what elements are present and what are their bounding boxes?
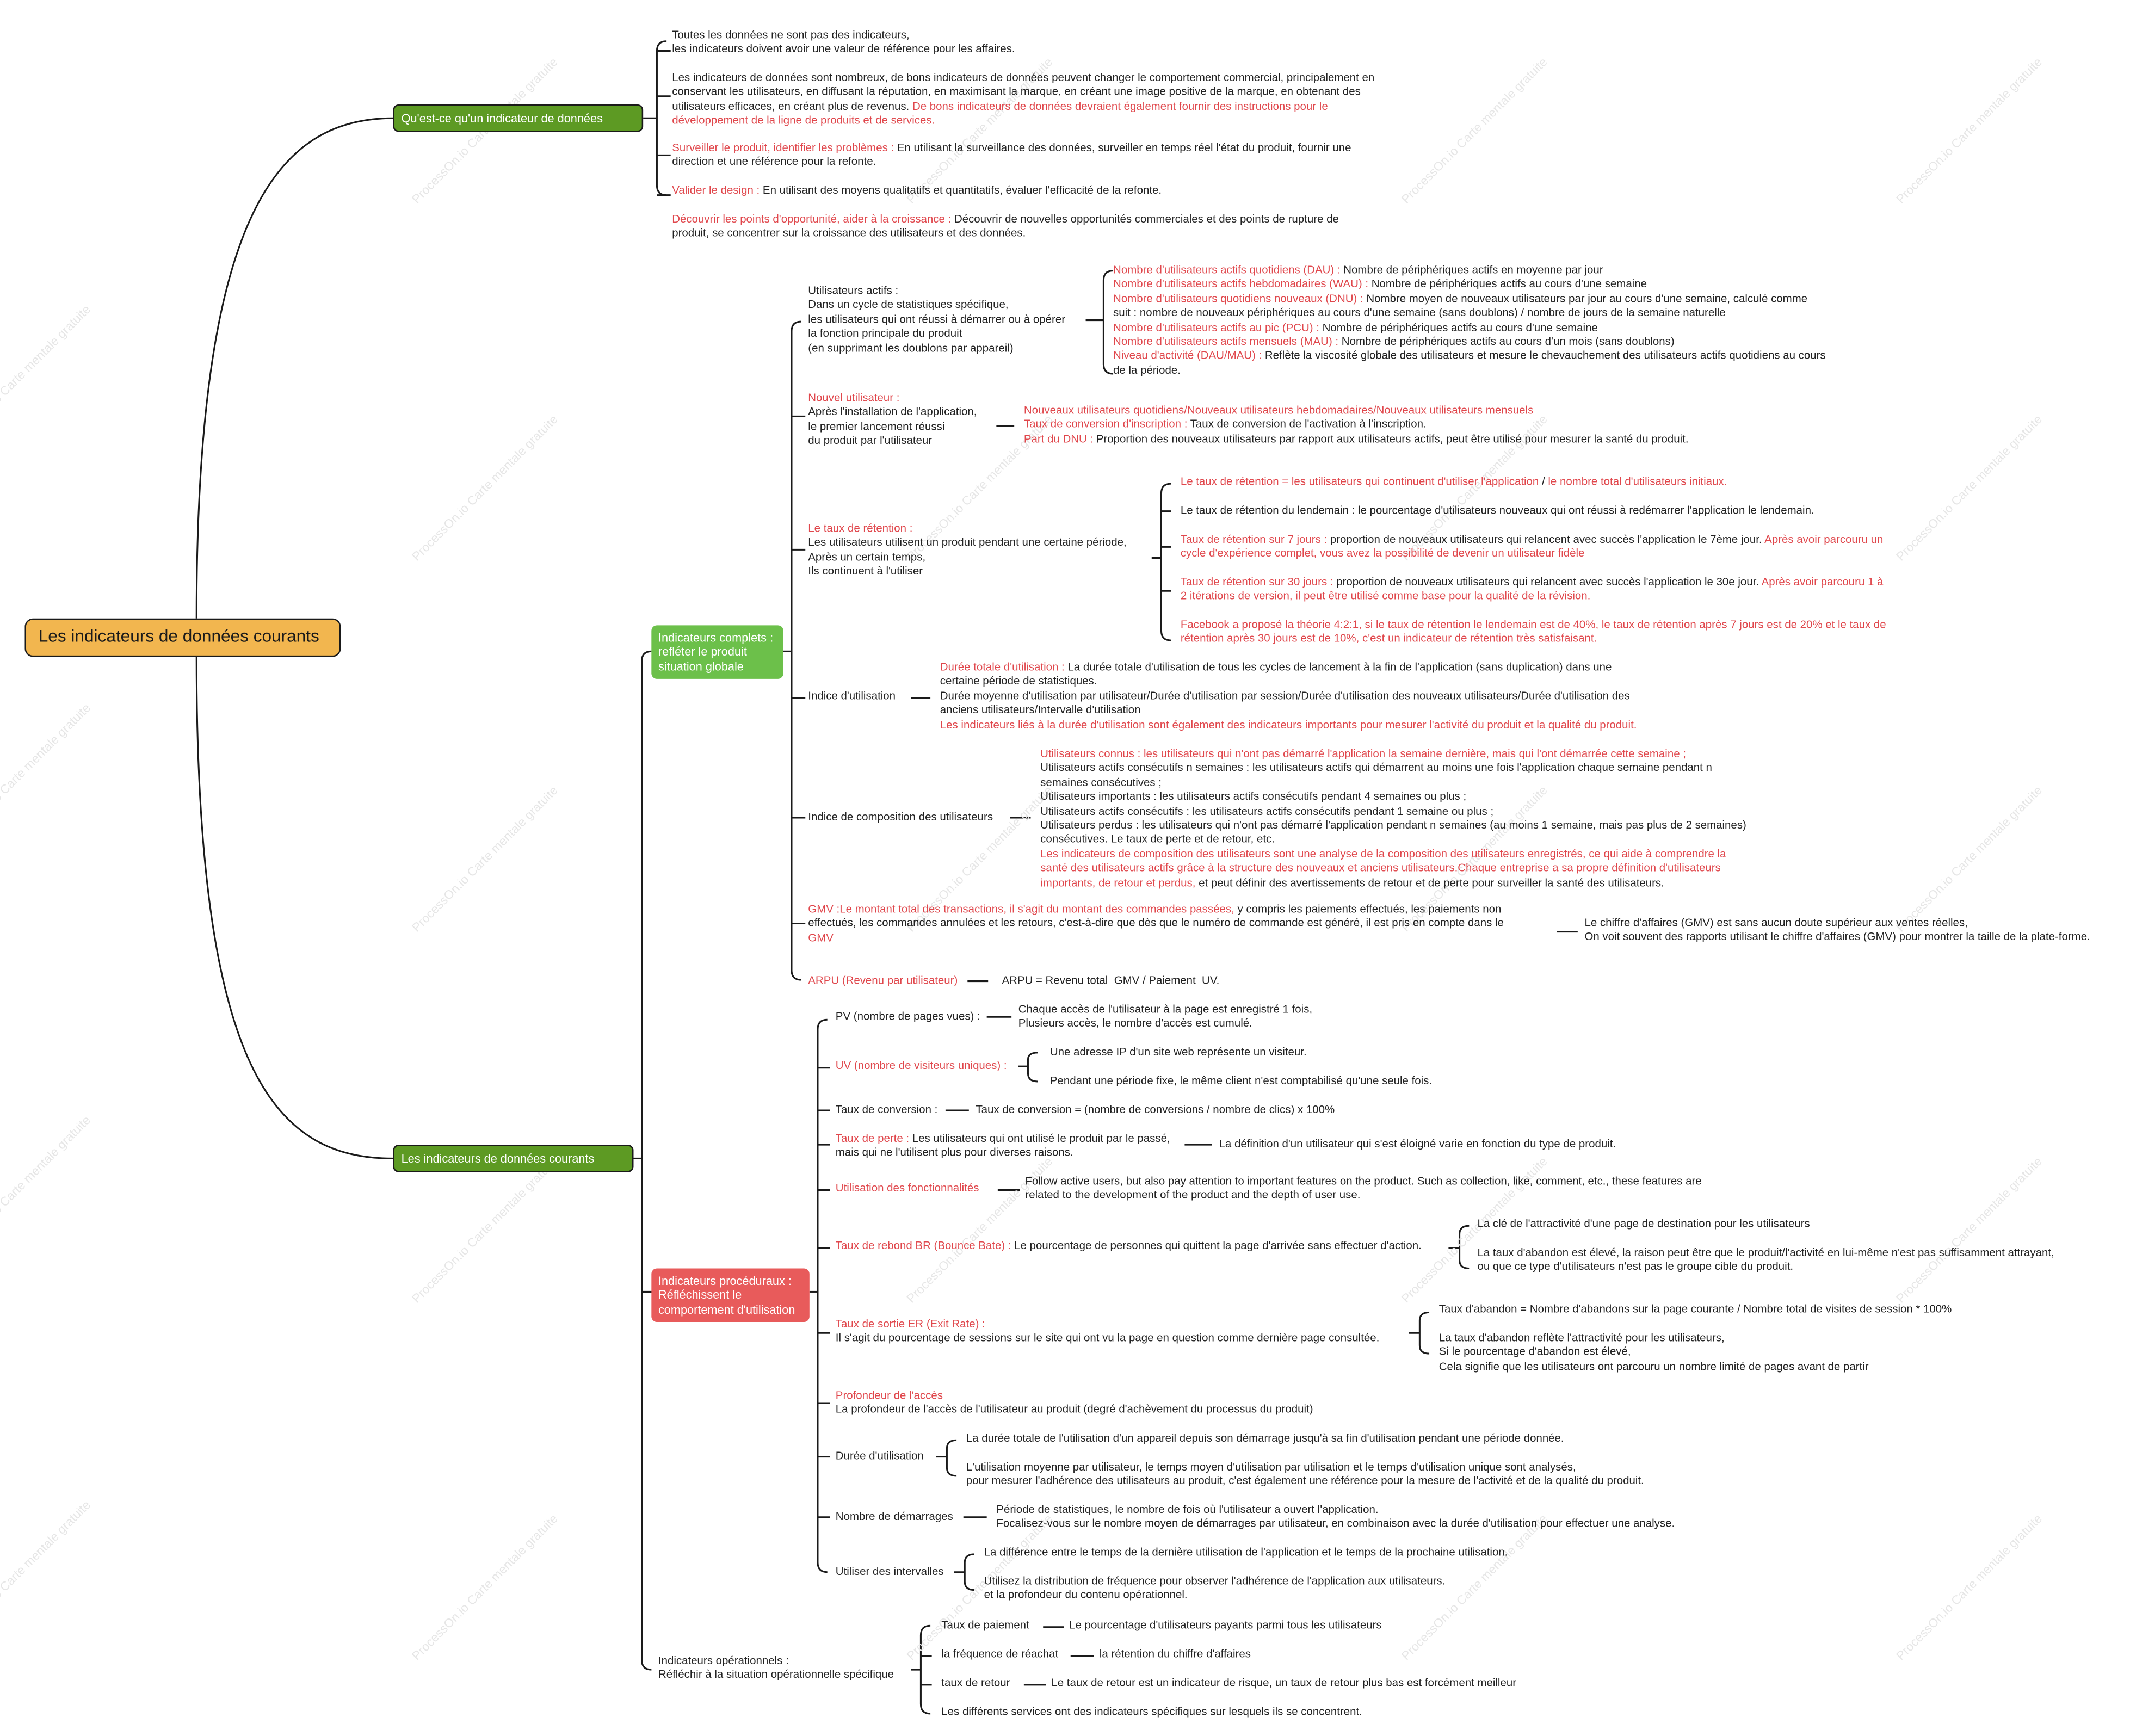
exit-detail-1: Taux d'abandon = Nombre d'abandons sur l… [1438,1302,1952,1315]
payment-rate-label: Taux de paiement [941,1618,1029,1632]
retention-facebook: Facebook a proposé la théorie 4:2:1, si … [1180,618,1886,645]
what-p3: Surveiller le produit, identifier les pr… [672,141,1351,169]
gmv-details: Le chiffre d'affaires (GMV) est sans auc… [1584,916,2090,943]
return-rate-label: taux de retour [941,1676,1010,1689]
exit-label: Taux de sortie ER (Exit Rate) : Il s'agi… [835,1318,1380,1345]
gmv-label: GMV :Le montant total des transactions, … [808,903,1504,944]
pv-label: PV (nombre de pages vues) : [835,1010,980,1023]
what-p5: Découvrir les points d'opportunité, aide… [672,213,1339,240]
return-rate-details: Le taux de retour est un indicateur de r… [1051,1676,1517,1689]
uv-detail-2: Pendant une période fixe, le même client… [1049,1074,1433,1088]
retention-formula: Le taux de rétention = les utilisateurs … [1180,475,1727,488]
bounce-detail-1: La clé de l'attractivité d'une page de d… [1477,1218,1810,1230]
intervals-detail-1: La différence entre le temps de la derni… [984,1546,1508,1559]
bounce-label: Taux de rebond BR (Bounce Bate) : Le pou… [835,1239,1422,1252]
exit-detail-2: La taux d'abandon reflète l'attractivité… [1438,1331,1869,1373]
pv-details: Chaque accès de l'utilisateur à la page … [1018,1003,1313,1030]
topic-procedural-indicators[interactable]: Indicateurs procéduraux : Réfléchissent … [651,1268,810,1323]
active-users-details: Nombre d'utilisateurs actifs quotidiens … [1113,263,1826,376]
bounce-detail-2: La taux d'abandon est élevé, la raison p… [1477,1246,2054,1274]
arpu-details: ARPU = Revenu total GMV / Paiement UV. [1002,974,1220,987]
uv-label: UV (nombre de visiteurs uniques) : [835,1059,1007,1072]
retention-30-days: Taux de rétention sur 30 jours : proport… [1180,576,1884,603]
retention-7-days: Taux de rétention sur 7 jours : proporti… [1180,533,1884,560]
uv-detail-1: Une adresse IP d'un site web représente … [1049,1046,1307,1059]
topic-what-is-indicator[interactable]: Qu'est-ce qu'un indicateur de données [393,104,644,133]
usage-index-details: Durée totale d'utilisation : La durée to… [940,661,1637,731]
features-label: Utilisation des fonctionnalités [835,1182,979,1195]
churn-label: Taux de perte : Les utilisateurs qui ont… [835,1132,1170,1159]
topic-operational-indicators[interactable]: Indicateurs opérationnels : Réfléchir à … [658,1654,894,1682]
duration-label: Durée d'utilisation [835,1449,924,1462]
conversion-details: Taux de conversion = (nombre de conversi… [976,1103,1335,1116]
active-users-label: Utilisateurs actifs : Dans un cycle de s… [808,284,1066,354]
launches-label: Nombre de démarrages [835,1510,953,1523]
composition-details: Utilisateurs connus : les utilisateurs q… [1040,747,1746,889]
launches-details: Période de statistiques, le nombre de fo… [996,1503,1675,1530]
retention-label: Le taux de rétention : Les utilisateurs … [808,522,1127,578]
services-label: Les différents services ont des indicate… [941,1705,1362,1718]
new-user-label: Nouvel utilisateur : Après l'installatio… [808,391,977,447]
topic-complete-indicators[interactable]: Indicateurs complets : refléter le produ… [651,625,783,679]
topic-common-indicators[interactable]: Les indicateurs de données courants [393,1145,634,1173]
retention-next-day: Le taux de rétention du lendemain : le p… [1180,504,1814,517]
features-details: Follow active users, but also pay attent… [1025,1175,1702,1202]
duration-detail-2: L'utilisation moyenne par utilisateur, l… [966,1461,1644,1488]
repurchase-details: la rétention du chiffre d'affaires [1099,1647,1251,1660]
duration-detail-1: La durée totale de l'utilisation d'un ap… [966,1432,1564,1444]
connector-root-common [195,657,393,1159]
intervals-detail-2: Utilisez la distribution de fréquence po… [984,1574,1446,1602]
arpu-label: ARPU (Revenu par utilisateur) [808,974,958,987]
payment-rate-details: Le pourcentage d'utilisateurs payants pa… [1069,1618,1382,1632]
repurchase-label: la fréquence de réachat [941,1647,1059,1660]
what-p1: Toutes les données ne sont pas des indic… [672,29,1015,56]
root-topic[interactable]: Les indicateurs de données courants [24,618,341,657]
churn-details: La définition d'un utilisateur qui s'est… [1219,1138,1616,1151]
new-user-details: Nouveaux utilisateurs quotidiens/Nouveau… [1023,404,1689,445]
what-p2: Les indicateurs de données sont nombreux… [672,71,1375,127]
connector-root-what [195,117,393,619]
intervals-label: Utiliser des intervalles [835,1565,944,1578]
usage-index-label: Indice d'utilisation [808,690,896,702]
depth-label: Profondeur de l'accès La profondeur de l… [835,1389,1313,1416]
what-p4: Valider le design : En utilisant des moy… [672,184,1162,197]
conversion-label: Taux de conversion : [835,1103,938,1116]
composition-label: Indice de composition des utilisateurs [808,811,993,824]
